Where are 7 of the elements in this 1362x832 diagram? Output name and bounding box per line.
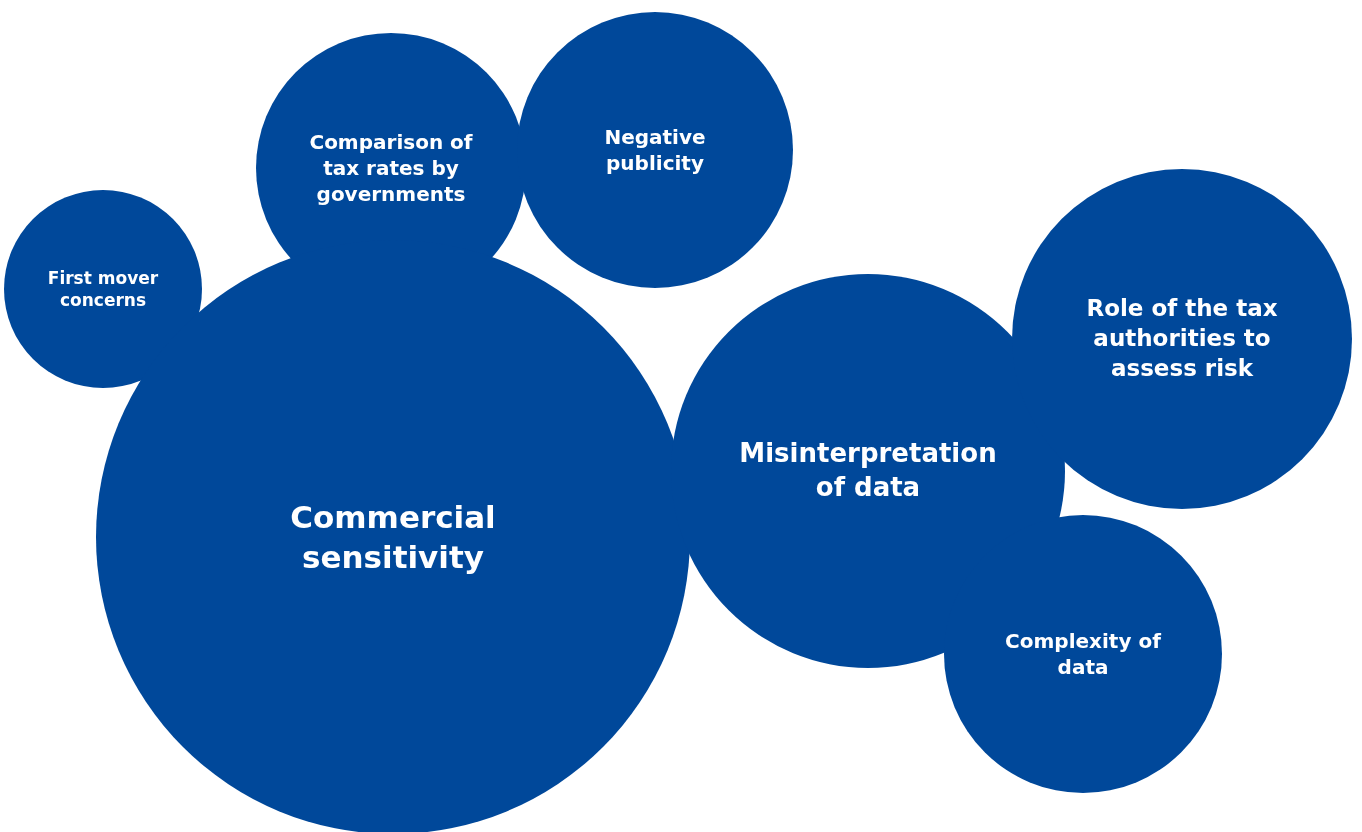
bubble-label: First mover concerns xyxy=(46,266,160,312)
bubble-label: Commercial sensitivity xyxy=(289,497,497,577)
bubble-label: Comparison of tax rates by governments xyxy=(308,129,474,207)
bubble-label: Negative publicity xyxy=(603,124,707,176)
bubble-label: Misinterpretation of data xyxy=(738,437,998,504)
bubble-label: Complexity of data xyxy=(1004,628,1162,680)
bubble-label: Role of the tax authorities to assess risk xyxy=(1085,294,1279,383)
